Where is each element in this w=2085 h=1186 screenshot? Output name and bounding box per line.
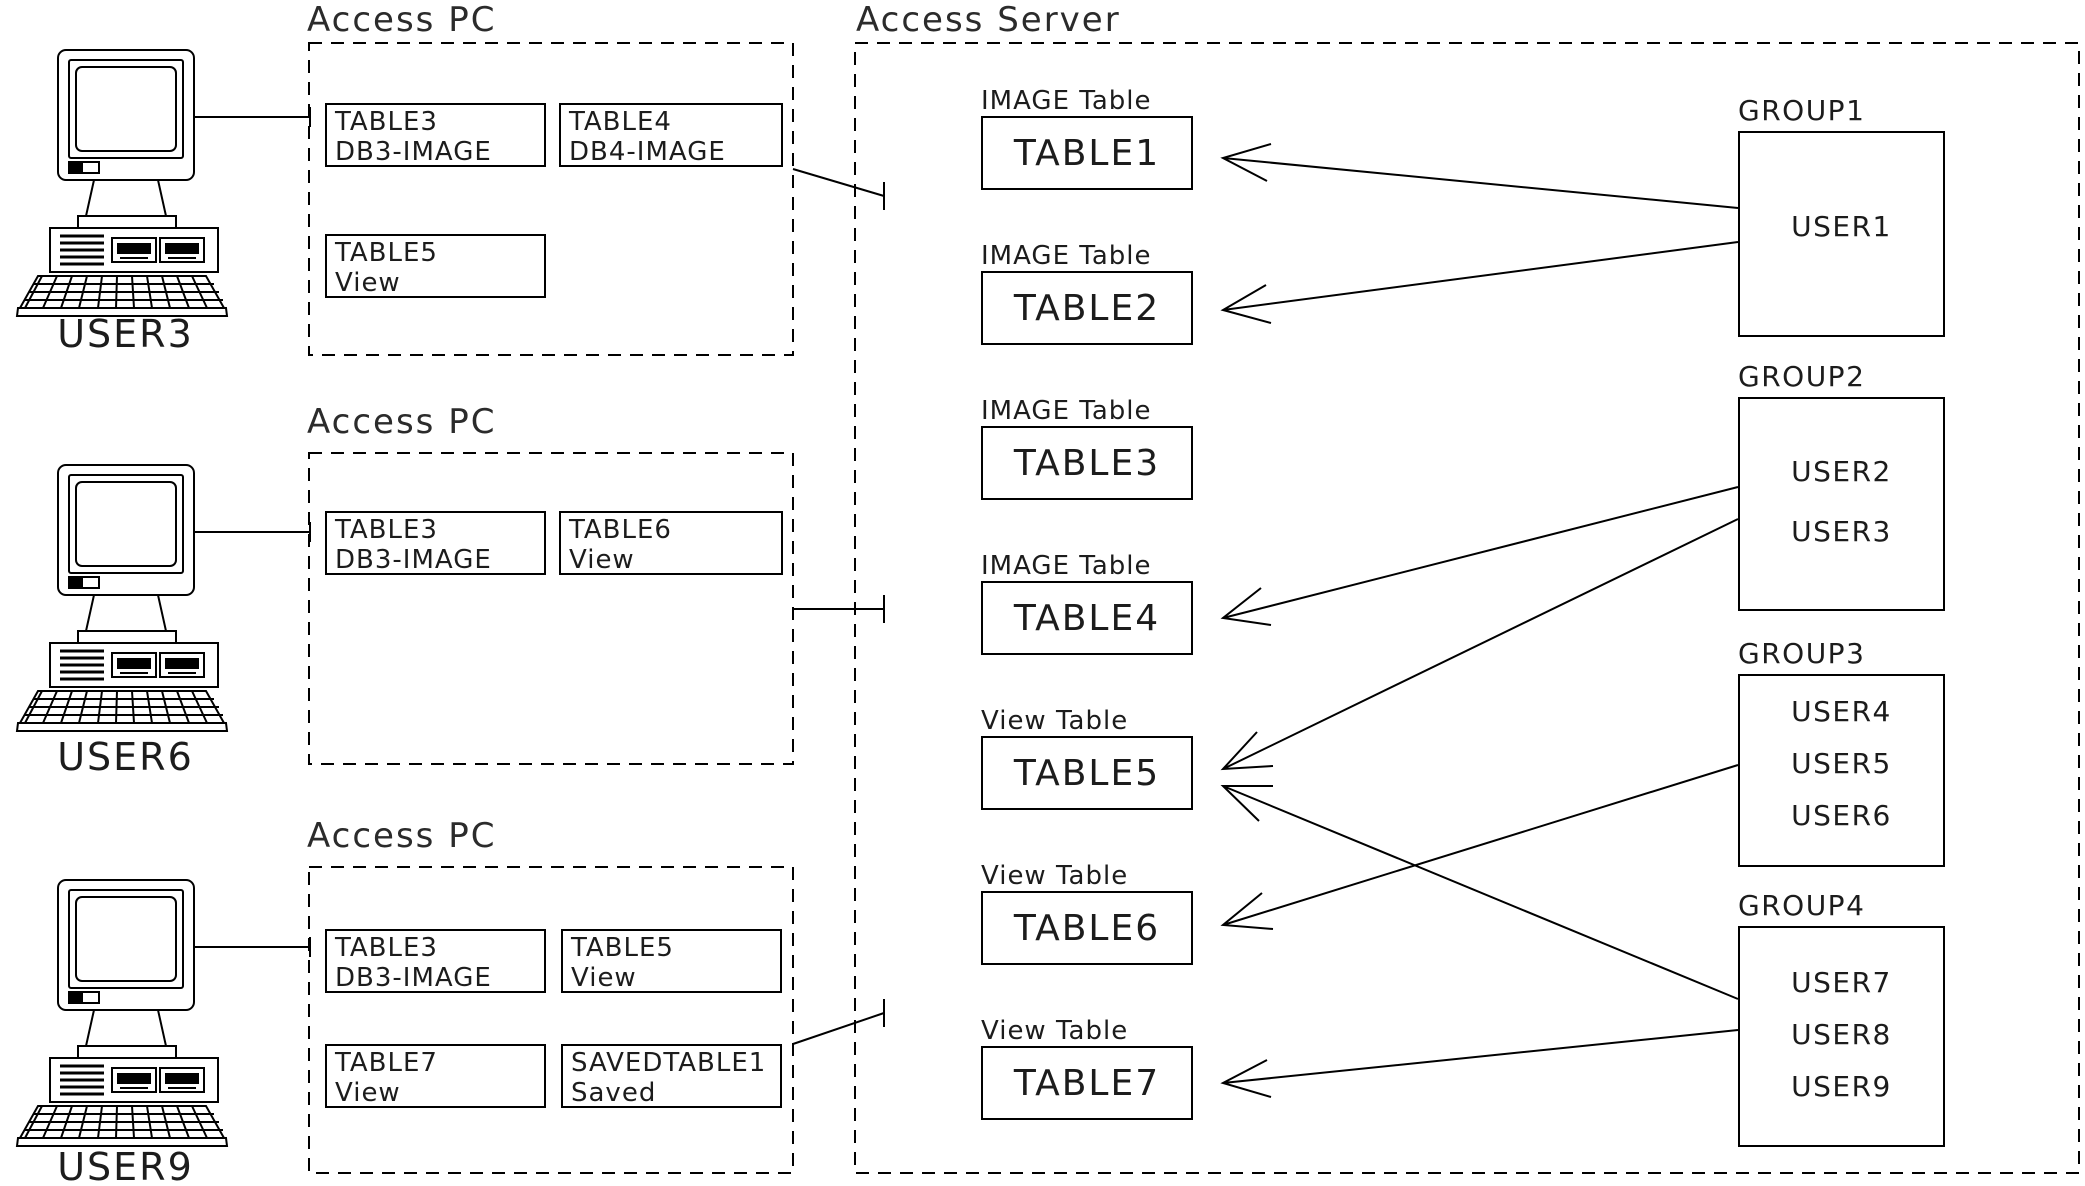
server-table-box-table1: TABLE1 <box>981 116 1193 190</box>
access-server-title: Access Server <box>856 0 1121 40</box>
pc1-table-box: TABLE4 DB4-IMAGE <box>559 103 783 167</box>
table-sub: View <box>569 545 635 575</box>
table-name: TABLE5 <box>571 933 674 963</box>
table-sub: DB4-IMAGE <box>569 137 726 167</box>
group-user: USER1 <box>1791 210 1892 243</box>
table-name: TABLE2 <box>1013 287 1161 329</box>
group-user: USER6 <box>1791 799 1892 832</box>
server-table-box-table2: TABLE2 <box>981 271 1193 345</box>
group-box-group2: USER2 USER3 <box>1738 397 1945 611</box>
table-name: TABLE3 <box>1013 442 1161 484</box>
workstation-label-user9: USER9 <box>57 1145 194 1186</box>
table-name: TABLE3 <box>335 107 438 137</box>
server-table-type-label: View Table <box>981 1016 1129 1046</box>
access-pc-title-3: Access PC <box>307 816 497 856</box>
group-label: GROUP2 <box>1738 360 1866 393</box>
server-table-box-table6: TABLE6 <box>981 891 1193 965</box>
workstation-label-user3: USER3 <box>57 312 194 356</box>
connector-pc3-server <box>792 999 885 1045</box>
table-name: TABLE4 <box>1013 597 1161 639</box>
pc2-table-box: TABLE3 DB3-IMAGE <box>325 511 546 575</box>
table-name: TABLE6 <box>569 515 672 545</box>
server-table-box-table5: TABLE5 <box>981 736 1193 810</box>
table-sub: DB3-IMAGE <box>335 963 492 993</box>
arrow-group2-table4 <box>1220 486 1739 626</box>
connector-pc2-server <box>793 595 885 623</box>
connector-user9-pc <box>193 937 311 957</box>
computer-icon-user9 <box>15 878 229 1148</box>
pc3-table-box: SAVEDTABLE1 Saved <box>561 1044 782 1108</box>
connector-pc1-server <box>792 168 885 210</box>
table-sub: DB3-IMAGE <box>335 545 492 575</box>
table-name: TABLE3 <box>335 515 438 545</box>
table-name: TABLE5 <box>1013 752 1161 794</box>
access-pc-panel-3 <box>308 866 794 1174</box>
group-box-group3: USER4 USER5 USER6 <box>1738 674 1945 867</box>
table-sub: View <box>335 268 401 298</box>
group-label: GROUP4 <box>1738 889 1866 922</box>
pc3-table-box: TABLE3 DB3-IMAGE <box>325 929 546 993</box>
access-pc-panel-1 <box>308 42 794 356</box>
access-pc-title-1: Access PC <box>307 0 497 40</box>
server-table-box-table7: TABLE7 <box>981 1046 1193 1120</box>
pc3-table-box: TABLE7 View <box>325 1044 546 1108</box>
group-user: USER8 <box>1791 1018 1892 1051</box>
group-user: USER3 <box>1791 515 1892 548</box>
arrow-group2-table5 <box>1220 518 1739 771</box>
server-table-type-label: IMAGE Table <box>981 396 1152 426</box>
table-name: TABLE6 <box>1013 907 1161 949</box>
group-label: GROUP1 <box>1738 94 1866 127</box>
group-box-group4: USER7 USER8 USER9 <box>1738 926 1945 1147</box>
table-sub: Saved <box>571 1078 657 1108</box>
table-name: TABLE5 <box>335 238 438 268</box>
pc3-table-box: TABLE5 View <box>561 929 782 993</box>
group-user: USER7 <box>1791 966 1892 999</box>
arrow-group1-table2 <box>1220 241 1739 324</box>
group-label: GROUP3 <box>1738 637 1866 670</box>
computer-icon-user6 <box>15 463 229 733</box>
arrow-group1-table1 <box>1220 143 1739 209</box>
table-name: TABLE7 <box>1013 1062 1161 1104</box>
table-name: TABLE1 <box>1013 132 1161 174</box>
table-sub: DB3-IMAGE <box>335 137 492 167</box>
server-table-type-label: IMAGE Table <box>981 551 1152 581</box>
pc1-table-box: TABLE5 View <box>325 234 546 298</box>
server-table-type-label: IMAGE Table <box>981 241 1152 271</box>
server-table-box-table4: TABLE4 <box>981 581 1193 655</box>
connector-user3-pc <box>193 107 311 127</box>
access-pc-title-2: Access PC <box>307 402 497 442</box>
arrow-group4-table7 <box>1220 1029 1739 1098</box>
group-box-group1: USER1 <box>1738 131 1945 337</box>
pc2-table-box: TABLE6 View <box>559 511 783 575</box>
server-table-box-table3: TABLE3 <box>981 426 1193 500</box>
workstation-label-user6: USER6 <box>57 735 194 779</box>
server-table-type-label: IMAGE Table <box>981 86 1152 116</box>
group-user: USER2 <box>1791 455 1892 488</box>
group-user: USER5 <box>1791 747 1892 780</box>
table-sub: View <box>571 963 637 993</box>
table-name: SAVEDTABLE1 <box>571 1048 767 1078</box>
connector-user6-pc <box>193 522 311 542</box>
group-user: USER4 <box>1791 695 1892 728</box>
arrow-group3-table6 <box>1220 764 1739 930</box>
pc1-table-box: TABLE3 DB3-IMAGE <box>325 103 546 167</box>
table-name: TABLE7 <box>335 1048 438 1078</box>
table-name: TABLE3 <box>335 933 438 963</box>
arrow-group4-table5 <box>1220 785 1739 1000</box>
server-table-type-label: View Table <box>981 706 1129 736</box>
computer-icon-user3 <box>15 48 229 318</box>
access-pc-panel-2 <box>308 452 794 765</box>
group-user: USER9 <box>1791 1070 1892 1103</box>
table-sub: View <box>335 1078 401 1108</box>
server-table-type-label: View Table <box>981 861 1129 891</box>
table-name: TABLE4 <box>569 107 672 137</box>
